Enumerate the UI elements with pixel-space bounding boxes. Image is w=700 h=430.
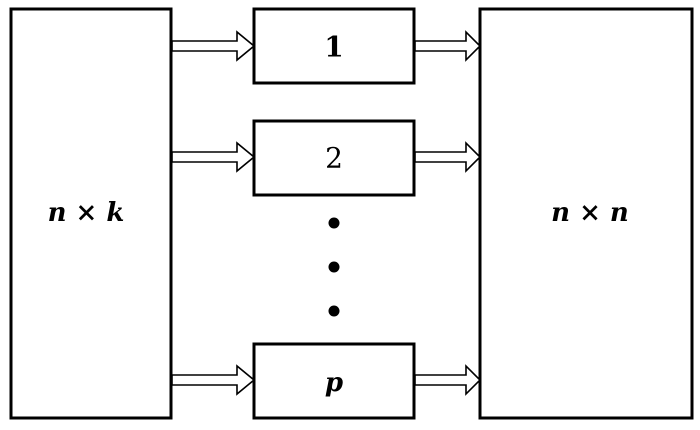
parallel-block-2: 2 bbox=[252, 119, 416, 197]
arrow-input-to-block-2 bbox=[171, 141, 256, 173]
output-block-rect bbox=[478, 7, 694, 420]
block-2-label: 2 bbox=[325, 142, 343, 175]
block-p-label: p bbox=[325, 368, 343, 398]
block-1-label: 1 bbox=[324, 31, 343, 64]
ellipsis-dot bbox=[328, 261, 340, 273]
arrow-input-to-block-1 bbox=[171, 30, 256, 62]
block-2-rect bbox=[252, 119, 416, 197]
input-block-rect bbox=[9, 7, 173, 420]
input-block: n × k bbox=[9, 7, 173, 420]
output-block: n × n bbox=[478, 7, 694, 420]
arrow-block-p-to-output bbox=[414, 364, 482, 396]
block-1-rect bbox=[252, 7, 416, 85]
arrow-block-2-to-output bbox=[414, 141, 482, 173]
parallel-block-1: 1 bbox=[252, 7, 416, 85]
vertical-ellipsis bbox=[328, 217, 340, 317]
block-p-rect bbox=[252, 342, 416, 420]
ellipsis-dot bbox=[328, 305, 340, 317]
output-block-label: n × n bbox=[551, 198, 629, 228]
arrow-block-1-to-output bbox=[414, 30, 482, 62]
parallel-block-p: p bbox=[252, 342, 416, 420]
arrow-input-to-block-p bbox=[171, 364, 256, 396]
ellipsis-dot bbox=[328, 217, 340, 229]
input-block-label: n × k bbox=[48, 198, 125, 228]
